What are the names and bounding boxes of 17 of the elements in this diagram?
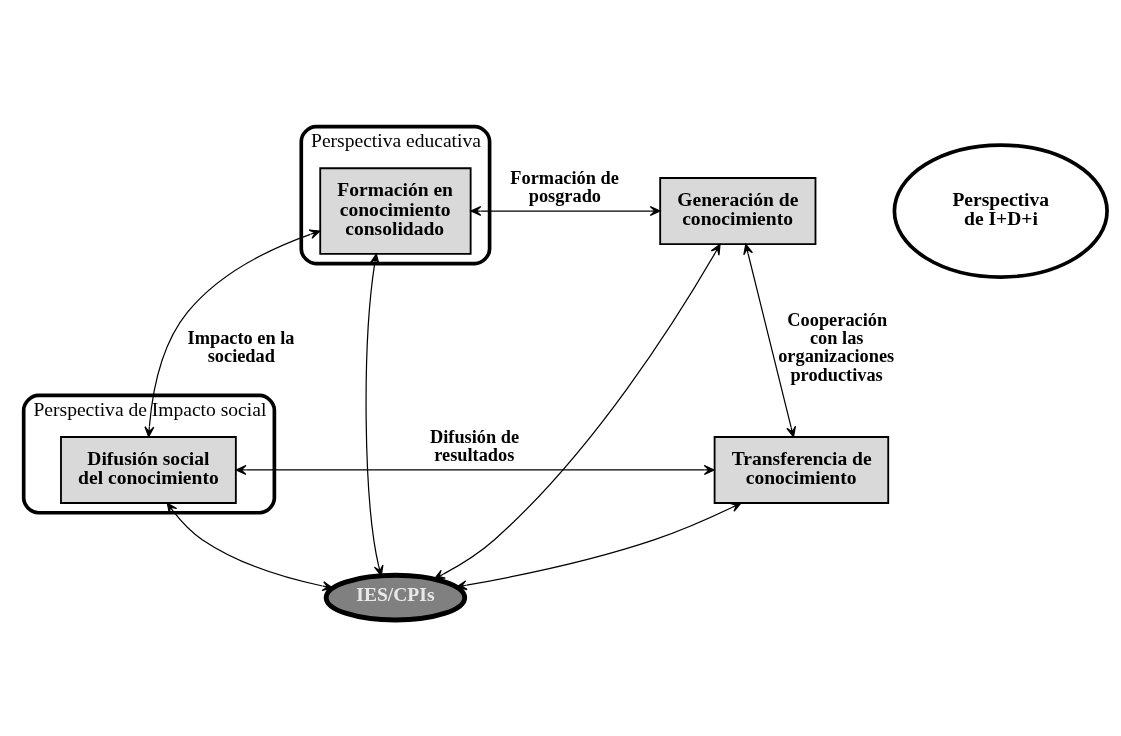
node-box: Formación en conocimiento consolidado [319, 166, 472, 255]
edge-label: Impacto en la sociedad [187, 327, 295, 366]
arrow [743, 243, 797, 437]
arrow [456, 502, 742, 590]
edge-label: Formación de posgrado [510, 167, 619, 206]
node-box: Transferencia de conocimiento [713, 435, 890, 504]
arrow [235, 464, 715, 475]
edge-label: Difusión de resultados [429, 426, 520, 465]
arrow [365, 253, 384, 576]
arrow [433, 243, 721, 579]
arrow [144, 229, 321, 437]
node-box: Difusión social del conocimiento [60, 435, 237, 504]
arrow [470, 205, 661, 216]
node-box: Generación de conocimiento [659, 176, 817, 245]
arrow [166, 502, 334, 591]
node-ellipse: Perspectiva de I+D+i [892, 142, 1109, 279]
edge-label: Cooperación con las organizaciones productivas [778, 309, 895, 385]
